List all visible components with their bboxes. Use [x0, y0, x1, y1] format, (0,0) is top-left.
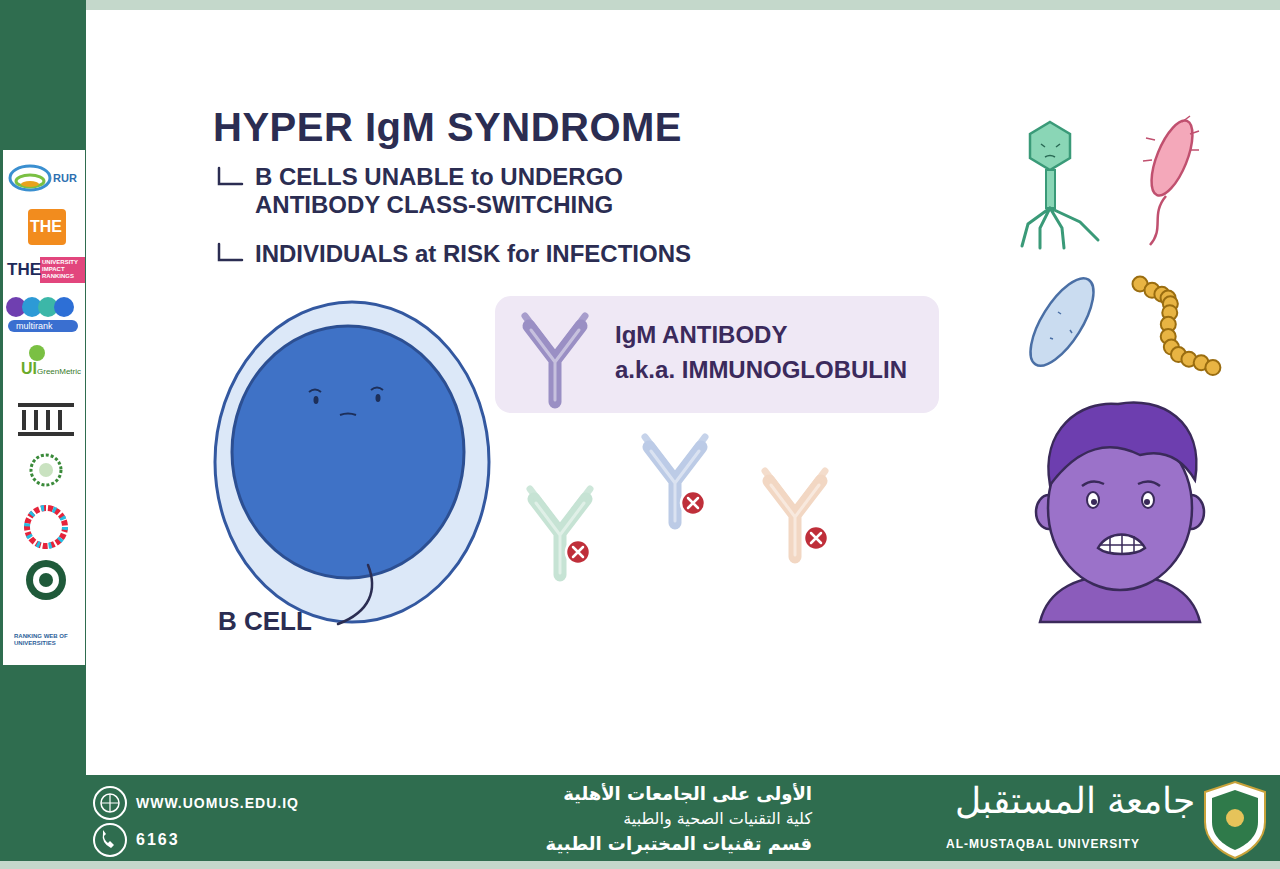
cell-label: B CELL — [218, 607, 312, 637]
info-box: IgM ANTIBODYa.k.a. IMMUNOGLOBULIN — [495, 296, 939, 413]
logo-text: THE — [30, 218, 62, 236]
website: WWW.UOMUS.EDU.IQ — [136, 795, 299, 811]
logo-text: THE — [7, 260, 41, 280]
box-body: a.k.a. IMMUNOGLOBULIN — [615, 353, 929, 388]
university-name: AL-MUSTAQBAL UNIVERSITY — [946, 838, 1140, 852]
logo-text: RANKING WEB OF UNIVERSITIES — [14, 633, 78, 647]
logo-text: GreenMetric — [37, 367, 81, 376]
footer-text: قسم تقنيات المختبرات الطبية — [546, 834, 812, 855]
footer-text: كلية التقنيات الصحية والطبية — [623, 810, 812, 828]
footer-text: الأولى على الجامعات الأهلية — [563, 784, 812, 805]
bullet-text: INDIVIDUALS at RISK for INFECTIONS — [255, 240, 691, 268]
logo-text: UI — [21, 360, 37, 378]
box-heading: IgM ANTIBODY — [615, 318, 929, 353]
phone-number: 6163 — [136, 831, 180, 849]
slide-title: HYPER IgM SYNDROME — [213, 104, 682, 150]
bullet-text: B CELLS UNABLE to UNDERGO ANTIBODY CLASS… — [255, 163, 675, 218]
coccus — [1205, 360, 1220, 375]
logo-text: UNIVERSITY IMPACT RANKINGS — [42, 259, 84, 280]
logo-text: multirank — [16, 321, 53, 331]
logo-text: RUR — [53, 172, 77, 185]
university-name: جامعة المستقبل — [955, 780, 1195, 821]
